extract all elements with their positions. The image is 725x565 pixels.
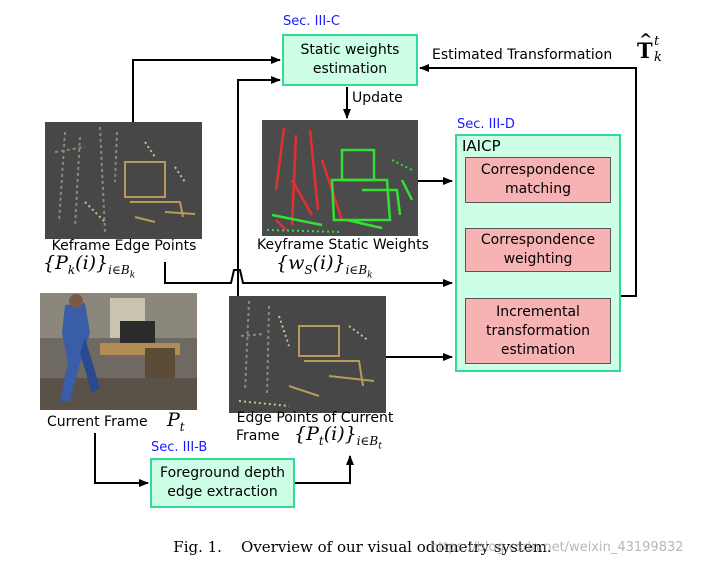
keyframe-math: {Pk(i)}i∈Bk [43, 252, 135, 280]
keyframe-edge-image [45, 122, 202, 239]
edge-math-sub3: t [378, 441, 382, 452]
estimated-transformation-label: Estimated Transformation [432, 47, 613, 63]
arrow-keyframe-to-iaicp [164, 262, 453, 287]
section-label-foreground: Sec. III-B [151, 440, 208, 455]
static-weights-line1: Static weights [300, 42, 400, 58]
arrow-foreground-to-edges [295, 455, 354, 484]
correspondence-weighting-box: Correspondence weighting [465, 228, 611, 272]
edge-math: {Pt(i)}i∈Bt [294, 423, 382, 451]
edge-math-mid: (i)} [323, 423, 357, 445]
section-label-iaicp: Sec. III-D [457, 117, 515, 132]
arrow-frame-to-foreground [94, 433, 149, 487]
current-frame-math-sub: t [179, 419, 185, 434]
current-frame-math-base: P [167, 409, 180, 431]
corr-matching-line1: Correspondence [480, 162, 596, 178]
corr-matching-line2: matching [505, 181, 571, 197]
est-symbol-base: T [637, 38, 653, 63]
incremental-line1: Incremental [496, 303, 580, 320]
foreground-line2: edge extraction [167, 484, 278, 500]
incremental-estimation-box: Incremental transformation estimation [465, 298, 611, 364]
weights-math-sub3: k [367, 270, 373, 281]
edge-math-sub2: i∈B [356, 433, 379, 448]
weights-math-sub2: i∈B [345, 262, 368, 277]
current-frame-label: Current Frame [47, 414, 148, 430]
watermark: https://blog.csdn.net/weixin_43199832 [430, 540, 684, 555]
keyframe-math-base: {P [43, 252, 68, 274]
keyframe-edge-drawing [45, 122, 202, 239]
keyframe-math-sub3: k [129, 270, 136, 281]
static-weights-line2: estimation [312, 61, 388, 77]
current-frame-image [40, 293, 197, 410]
edge-points-label-line1: Edge Points of Current [236, 410, 394, 426]
arrow-current-to-static [237, 76, 281, 296]
iaicp-title: IAICP [462, 137, 501, 155]
corr-weighting-line2: weighting [503, 251, 573, 267]
edge-math-base: {P [294, 423, 319, 445]
weights-math-base: {w [276, 252, 305, 274]
keyframe-math-mid: (i)} [75, 252, 109, 274]
keyframe-math-sub1: k [67, 262, 76, 277]
update-label: Update [352, 90, 403, 106]
static-weights-drawing [262, 120, 418, 236]
est-symbol-sup: t [654, 34, 660, 49]
keyframe-edge-points-label: Keframe Edge Points [51, 238, 197, 254]
foreground-line1: Foreground depth [160, 465, 285, 481]
weights-math-sub1: S [304, 262, 313, 277]
corr-weighting-line1: Correspondence [480, 232, 596, 248]
incremental-line3: estimation [500, 341, 576, 358]
current-frame-drawing [40, 293, 197, 410]
current-frame-math: Pt [167, 409, 185, 434]
weights-math-mid: (i)} [312, 252, 346, 274]
current-edge-drawing [229, 296, 386, 413]
static-weights-caption: Keyframe Static Weights [257, 237, 429, 253]
incremental-line2: transformation [485, 322, 591, 339]
static-weights-box: Static weights estimation [282, 34, 418, 86]
figure-caption: Fig. 1. Overview of our visual odometry … [173, 538, 552, 556]
arrow-keyframe-to-static [132, 56, 281, 122]
hat-mark: ^ [639, 30, 653, 49]
current-edge-image [229, 296, 386, 413]
arrow-feedback [419, 64, 637, 297]
estimated-transformation-symbol: ^ T t k [637, 30, 687, 72]
keyframe-math-sub2: i∈B [108, 262, 130, 277]
static-weights-image [262, 120, 418, 236]
foreground-extraction-box: Foreground depth edge extraction [150, 458, 295, 508]
edge-math-sub1: t [318, 433, 324, 448]
weights-math: {wS(i)}i∈Bk [276, 252, 373, 280]
est-symbol-sub: k [654, 50, 662, 65]
section-label-static: Sec. III-C [283, 14, 340, 29]
correspondence-matching-box: Correspondence matching [465, 157, 611, 203]
edge-points-label-line2: Frame [236, 428, 280, 444]
